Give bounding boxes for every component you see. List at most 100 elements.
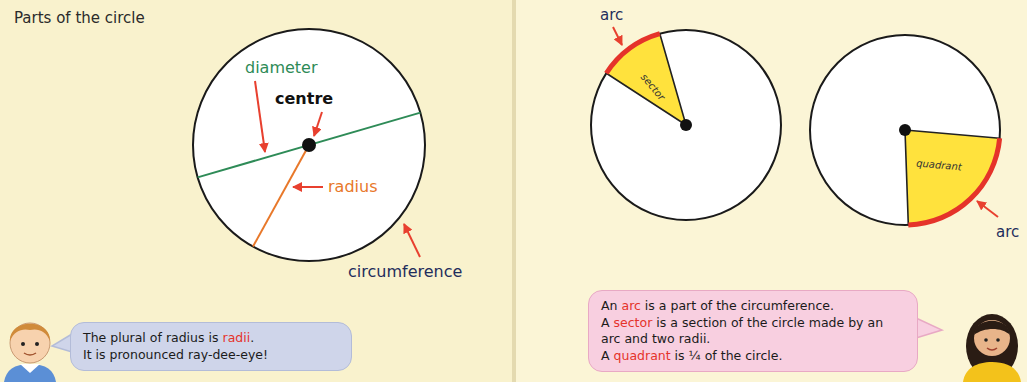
word: A bbox=[601, 315, 610, 330]
speech-bubble: The plural of radius is radii.It is pron… bbox=[70, 322, 352, 371]
word: is bbox=[96, 347, 106, 362]
diameter-line bbox=[198, 113, 421, 178]
word bbox=[737, 298, 741, 313]
leader-line bbox=[977, 201, 998, 217]
bubble-text: The plural of radius is radii. bbox=[83, 330, 339, 347]
word: The bbox=[83, 330, 106, 345]
word bbox=[696, 298, 700, 313]
word: circumference. bbox=[741, 298, 834, 313]
word bbox=[717, 348, 721, 363]
word: ¼ bbox=[689, 348, 701, 363]
word bbox=[617, 298, 621, 313]
word: of bbox=[705, 348, 717, 363]
word: radius bbox=[166, 330, 205, 345]
label-anchor: centre bbox=[275, 89, 333, 108]
word bbox=[648, 331, 652, 346]
sector-shape: sector bbox=[587, 26, 785, 224]
word: circle. bbox=[745, 348, 782, 363]
word bbox=[805, 315, 809, 330]
centre-dot bbox=[680, 119, 692, 131]
word bbox=[641, 298, 645, 313]
girl-figure bbox=[963, 314, 1021, 382]
word bbox=[844, 315, 848, 330]
leader-line bbox=[404, 224, 420, 257]
word: of bbox=[731, 315, 743, 330]
word: pronounced bbox=[110, 347, 184, 362]
quadrant-shape: quadrant bbox=[806, 31, 1004, 229]
word bbox=[655, 298, 659, 313]
word bbox=[146, 330, 150, 345]
girl-eye bbox=[984, 338, 988, 342]
bubble-text: A sector is a section of the circle made… bbox=[601, 315, 905, 348]
boy-shirt bbox=[4, 364, 56, 382]
girl-mouth bbox=[987, 348, 997, 350]
highlight-word: radii bbox=[223, 330, 251, 345]
word: of bbox=[150, 330, 162, 345]
word: An bbox=[601, 298, 617, 313]
leader-line bbox=[613, 27, 622, 45]
arc-highlight bbox=[604, 31, 660, 74]
word bbox=[671, 348, 675, 363]
wedge-outline bbox=[587, 26, 785, 224]
centre-dot bbox=[899, 124, 911, 136]
word bbox=[712, 298, 716, 313]
girl-fringe bbox=[974, 321, 1010, 335]
word bbox=[652, 315, 656, 330]
part-label: arc bbox=[600, 6, 623, 24]
highlight-word: arc bbox=[621, 298, 640, 313]
word: plural bbox=[110, 330, 146, 345]
word bbox=[610, 348, 614, 363]
word: is bbox=[675, 348, 685, 363]
wedge-group bbox=[604, 31, 692, 131]
wedge-fill bbox=[606, 34, 686, 125]
word: and bbox=[624, 331, 648, 346]
word: radii. bbox=[679, 331, 711, 346]
word bbox=[675, 331, 679, 346]
right-panel bbox=[516, 0, 1027, 382]
word bbox=[219, 330, 223, 345]
word: arc bbox=[601, 331, 620, 346]
part-label: arc bbox=[996, 223, 1019, 241]
boy-figure bbox=[4, 323, 56, 382]
word: It bbox=[83, 347, 92, 362]
arc-highlight bbox=[908, 138, 1002, 227]
word: of bbox=[700, 298, 712, 313]
girl-eye bbox=[996, 338, 1000, 342]
girl-face bbox=[974, 320, 1010, 356]
part-label: centre bbox=[275, 89, 333, 108]
girl-top bbox=[963, 362, 1021, 382]
word: is bbox=[645, 298, 655, 313]
word bbox=[864, 315, 868, 330]
leader-line bbox=[314, 112, 322, 136]
word bbox=[741, 348, 745, 363]
boy-eye bbox=[21, 342, 25, 346]
leader-line bbox=[255, 81, 265, 152]
word bbox=[685, 348, 689, 363]
word: is bbox=[656, 315, 666, 330]
page-gutter bbox=[512, 0, 516, 382]
label-anchor: radius bbox=[328, 177, 377, 196]
circle-outline bbox=[193, 29, 425, 261]
word: made bbox=[809, 315, 844, 330]
word bbox=[184, 347, 188, 362]
word: the bbox=[721, 348, 742, 363]
boy-collar bbox=[20, 364, 40, 373]
word: is bbox=[209, 330, 219, 345]
label-anchor: circumference bbox=[348, 262, 462, 281]
word: two bbox=[652, 331, 675, 346]
centre-dot bbox=[302, 138, 316, 152]
word: an bbox=[868, 315, 884, 330]
circle-outline bbox=[591, 30, 781, 220]
highlight-word: quadrant bbox=[614, 348, 671, 363]
word bbox=[678, 315, 682, 330]
word bbox=[106, 347, 110, 362]
word bbox=[667, 298, 671, 313]
radius-line bbox=[253, 145, 309, 247]
word: part bbox=[671, 298, 697, 313]
bubble-tail bbox=[52, 334, 72, 352]
word bbox=[768, 315, 772, 330]
part-label: radius bbox=[328, 177, 377, 196]
word: . bbox=[250, 330, 254, 345]
word bbox=[666, 315, 670, 330]
